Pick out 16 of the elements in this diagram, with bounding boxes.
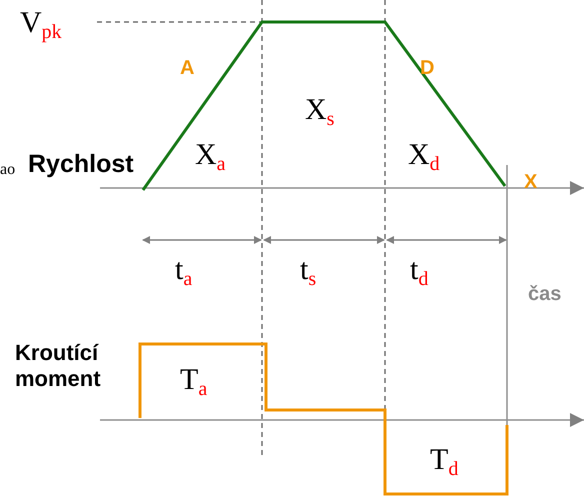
torque-label: T$_{a}$ xyxy=(180,365,208,399)
text-fragment: ao xyxy=(0,162,16,178)
peak-velocity-label: V$_{pk}$ xyxy=(20,8,62,42)
distance-label: X$_{a}$ xyxy=(195,140,226,174)
torque-label: T$_{d}$ xyxy=(430,445,458,479)
distance-label: X$_{d}$ xyxy=(408,140,440,174)
segment-label: A xyxy=(180,58,194,78)
axis-label: čas xyxy=(528,284,562,304)
duration-label: t$_{a}$ xyxy=(175,255,192,289)
duration-label: t$_{s}$ xyxy=(300,255,316,289)
duration-label: t$_{d}$ xyxy=(410,255,428,289)
segment-label: X xyxy=(524,172,538,192)
distance-label: X$_{s}$ xyxy=(305,95,334,129)
segment-label: D xyxy=(420,58,434,78)
axis-label: Kroutící moment xyxy=(15,340,102,393)
axis-label: Rychlost xyxy=(28,152,134,177)
